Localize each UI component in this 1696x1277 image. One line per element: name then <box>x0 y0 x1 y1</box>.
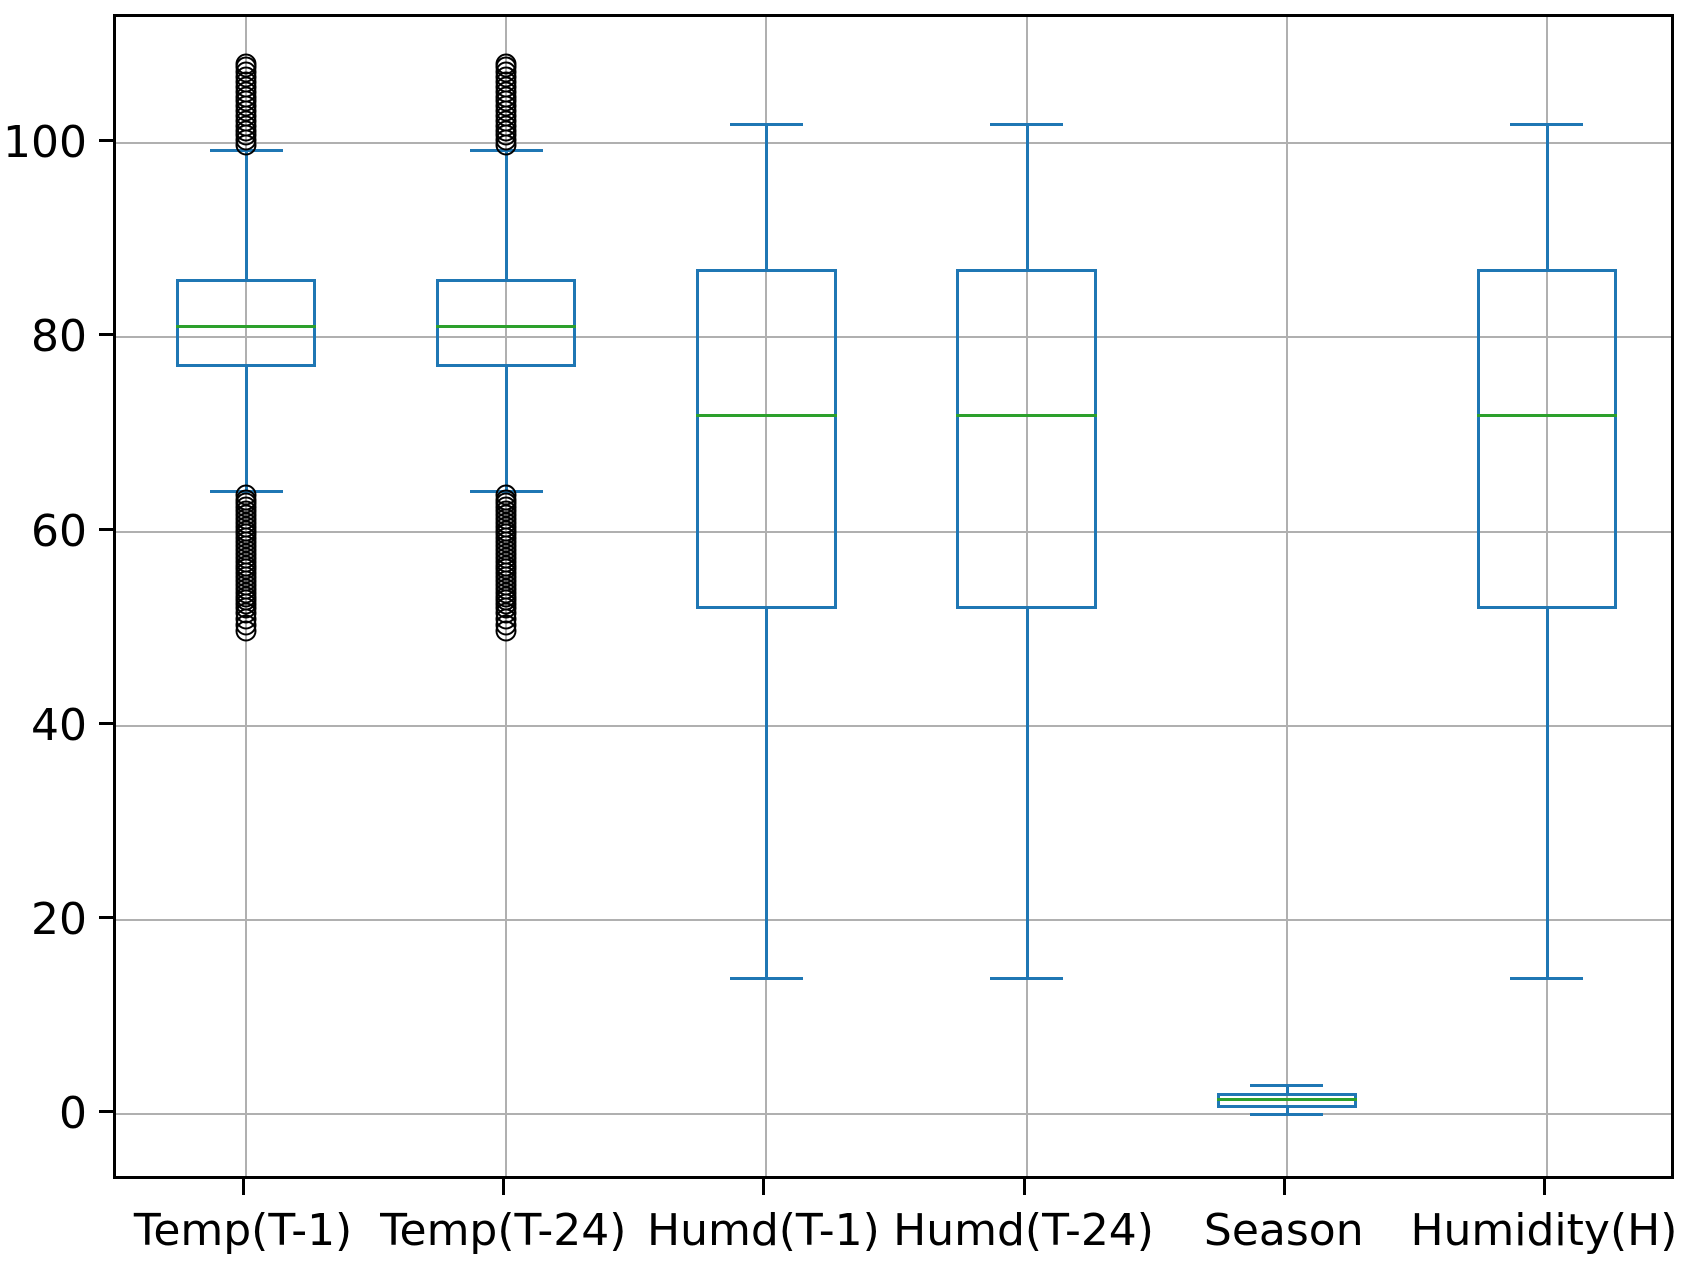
gridline-vertical <box>1025 17 1028 1176</box>
x-tick-mark <box>502 1179 506 1195</box>
median-line <box>175 324 317 328</box>
gridline-horizontal <box>116 918 1671 921</box>
y-tick-label: 100 <box>3 117 87 169</box>
box-plot-humd-t-24 <box>116 17 1671 1176</box>
cap-lower <box>729 977 803 981</box>
x-tick-mark <box>1282 1179 1286 1195</box>
box-plot-humd-t-1 <box>116 17 1671 1176</box>
gridline-horizontal <box>116 1113 1671 1116</box>
outlier-point <box>235 620 257 642</box>
cap-upper <box>1510 122 1584 126</box>
outlier-point <box>235 53 257 75</box>
gridline-horizontal <box>116 142 1671 145</box>
cap-lower <box>1510 977 1584 981</box>
box-plot-temp-t-24 <box>116 17 1671 1176</box>
whisker-upper <box>1025 123 1029 270</box>
y-tick-mark <box>99 915 113 919</box>
box-plot-humidity-h <box>116 17 1671 1176</box>
x-tick-mark <box>242 1179 246 1195</box>
cap-lower <box>990 977 1064 981</box>
x-tick-label: Humd(T-1) <box>647 1205 880 1256</box>
y-tick-label: 20 <box>31 893 87 945</box>
box-iqr <box>696 269 837 610</box>
whisker-lower <box>1025 609 1029 979</box>
box-plot-temp-t-1 <box>116 17 1671 1176</box>
whisker-upper <box>1545 123 1549 270</box>
cap-upper <box>990 122 1064 126</box>
x-tick-label: Humidity(H) <box>1410 1205 1678 1256</box>
y-tick-label: 0 <box>59 1088 87 1140</box>
box-iqr <box>1476 269 1618 610</box>
outlier-point <box>495 53 517 75</box>
x-tick-label: Humd(T-24) <box>893 1205 1154 1256</box>
gridline-vertical <box>1545 17 1548 1176</box>
y-tick-mark <box>99 1110 113 1114</box>
y-tick-label: 40 <box>31 699 87 751</box>
whisker-upper <box>1285 1084 1289 1093</box>
box-iqr <box>956 269 1097 610</box>
whisker-lower <box>1285 1108 1289 1115</box>
median-line <box>436 324 577 328</box>
median-line <box>696 414 837 418</box>
whisker-lower <box>245 366 249 491</box>
y-tick-label: 60 <box>31 505 87 557</box>
x-tick-mark <box>1022 1179 1026 1195</box>
y-tick-mark <box>99 527 113 531</box>
y-tick-mark <box>99 139 113 143</box>
cap-upper <box>1250 1083 1324 1087</box>
whisker-lower <box>765 609 769 979</box>
whisker-upper <box>245 150 249 280</box>
whisker-upper <box>505 150 509 280</box>
x-tick-mark <box>762 1179 766 1195</box>
x-tick-label: Temp(T-24) <box>380 1205 627 1256</box>
gridline-vertical <box>1285 17 1288 1176</box>
gridline-horizontal <box>116 724 1671 727</box>
x-tick-mark <box>1542 1179 1546 1195</box>
gridline-horizontal <box>116 530 1671 533</box>
whisker-upper <box>765 123 769 270</box>
plot-area <box>113 14 1674 1179</box>
gridline-horizontal <box>116 336 1671 339</box>
box-plot-season <box>116 17 1671 1176</box>
whisker-lower <box>1545 609 1549 979</box>
y-tick-mark <box>99 721 113 725</box>
box-iqr <box>175 279 317 367</box>
median-line <box>1476 414 1618 418</box>
median-line <box>1216 1098 1357 1102</box>
cap-lower <box>1250 1113 1324 1117</box>
x-tick-label: Temp(T-1) <box>133 1205 353 1256</box>
y-tick-label: 80 <box>31 311 87 363</box>
box-iqr <box>436 279 577 367</box>
median-line <box>956 414 1097 418</box>
whisker-lower <box>505 366 509 491</box>
cap-upper <box>729 122 803 126</box>
gridline-vertical <box>765 17 768 1176</box>
outlier-point <box>495 620 517 642</box>
y-tick-mark <box>99 333 113 337</box>
x-tick-label: Season <box>1203 1205 1364 1256</box>
